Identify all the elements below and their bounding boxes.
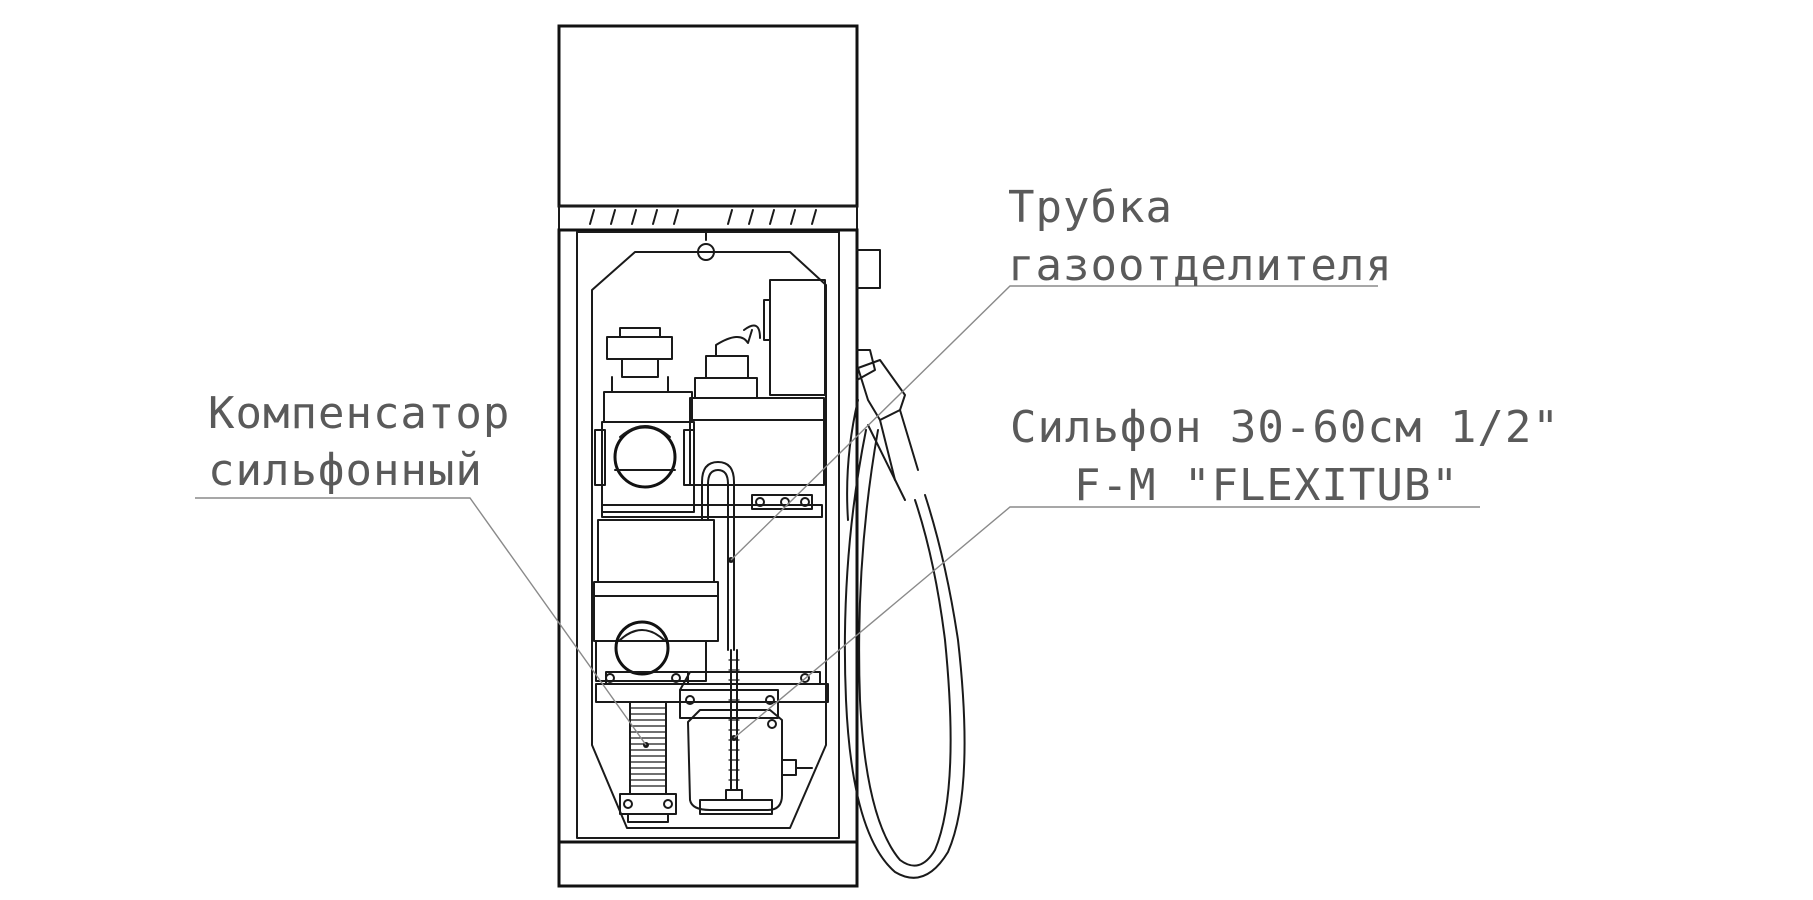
label-compensator-line1: Компенсатор (208, 388, 510, 439)
pipe-block (689, 397, 825, 421)
solenoid-valve (606, 336, 673, 360)
label-gas-separator-line1: Трубка (1008, 182, 1173, 233)
motor-unit (593, 519, 719, 685)
leader-gas-separator (730, 285, 1378, 561)
vent-slots (589, 209, 817, 225)
display-panel (557, 24, 859, 208)
label-gas-separator-line2: газоотделителя (1008, 240, 1393, 291)
leader-lines (195, 285, 1480, 746)
nozzle-and-hose (843, 249, 966, 879)
upper-components (594, 279, 826, 518)
flexible-bellows-hose (725, 649, 743, 801)
label-gas-separator-tube: Трубка газоотделителя (1008, 182, 1393, 291)
meter-unit (687, 709, 813, 815)
top-hanger (697, 243, 715, 261)
label-bellows-hose: Сильфон 30-60см 1/2" F-M "FLEXITUB" (1010, 402, 1560, 511)
leader-bellows-hose (733, 506, 1480, 739)
label-bellows-hose-line1: Сильфон 30-60см 1/2" (1010, 402, 1560, 453)
base-plinth (557, 840, 859, 888)
bellows-compensator (619, 701, 677, 823)
body-frame-outer (557, 228, 859, 844)
body-frame-inner (576, 231, 840, 839)
label-bellows-compensator: Компенсатор сильфонный (208, 388, 510, 496)
electronics-box (769, 279, 826, 396)
inner-chamber (591, 251, 827, 829)
leader-compensator (195, 497, 647, 746)
label-compensator-line2: сильфонный (208, 445, 483, 496)
label-bellows-hose-line2: F-M "FLEXITUB" (1074, 460, 1459, 511)
dispenser-housing (557, 24, 859, 888)
vent-strip (558, 205, 858, 231)
